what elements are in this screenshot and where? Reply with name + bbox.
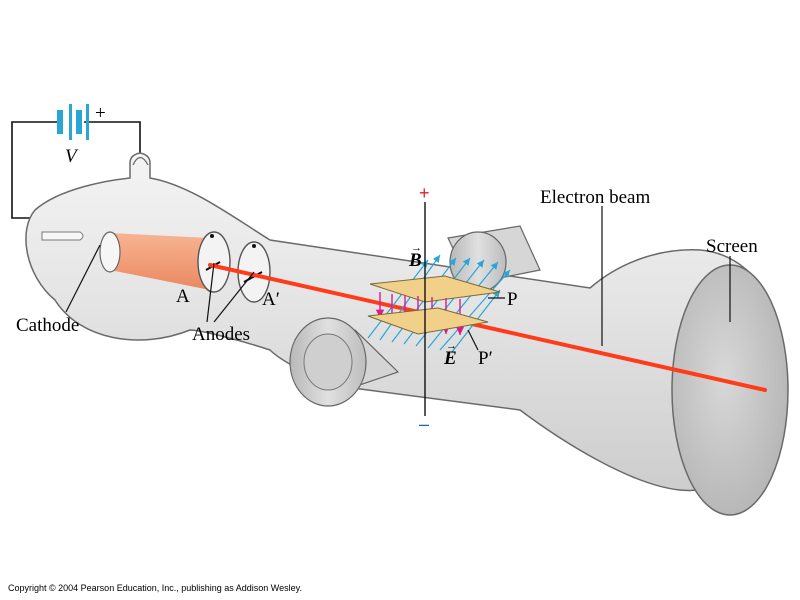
leader-lines xyxy=(65,206,731,351)
e-field-label: E xyxy=(443,348,457,369)
field-minus-sign: – xyxy=(419,414,429,434)
anode-a-label: A xyxy=(176,286,190,307)
anode-a-prime-label: A′ xyxy=(262,289,280,310)
electron-beam-label: Electron beam xyxy=(540,187,650,208)
circuit-wires xyxy=(11,121,141,219)
b-vector-arrow: → xyxy=(411,242,422,254)
electron-beam xyxy=(208,263,767,392)
voltage-label: V xyxy=(65,146,79,167)
battery-plus-label: + xyxy=(95,103,106,124)
plate-p-prime xyxy=(367,307,489,335)
b-field-label: B xyxy=(408,250,422,271)
cathode-label: Cathode xyxy=(16,315,79,336)
anodes-label: Anodes xyxy=(192,324,250,345)
battery-icon xyxy=(57,104,89,140)
anode-a xyxy=(197,231,231,293)
screen-label: Screen xyxy=(706,236,758,257)
plate-p-label: P xyxy=(507,289,518,310)
field-plus-sign: + xyxy=(419,183,430,203)
plate-p-prime-label: P′ xyxy=(478,348,493,369)
plate-p xyxy=(369,275,501,303)
copyright-text: Copyright © 2004 Pearson Education, Inc.… xyxy=(8,583,302,593)
e-vector-arrow: → xyxy=(446,340,457,352)
magnet-front xyxy=(289,317,400,407)
